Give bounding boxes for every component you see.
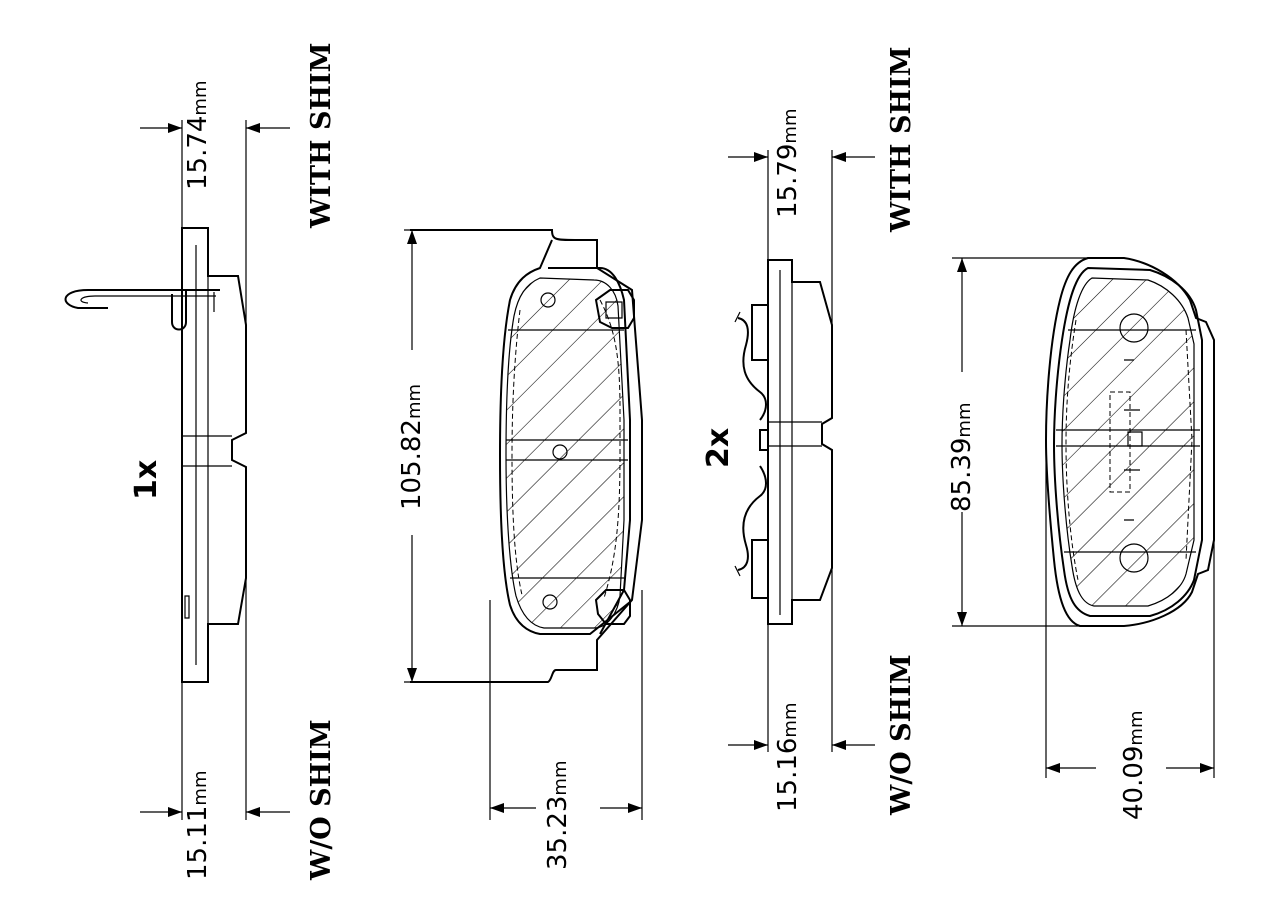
right-height-value: 40.09mm [1119,710,1149,820]
right-pad-side-view [751,259,833,625]
right-without-shim-label: W/O SHIM [886,654,917,816]
right-without-shim-dimension [728,568,875,752]
right-pad-spring [734,311,767,577]
right-quantity: 2x [701,428,736,468]
left-length-dimension [404,229,548,683]
left-without-shim-thickness: 15.11mm [183,770,213,880]
right-with-shim-dimension [728,150,875,325]
left-without-shim-label: W/O SHIM [306,719,337,881]
left-quantity: 1x [129,460,164,500]
left-height-dimension [489,590,643,820]
left-pad-side-view [181,227,247,683]
left-without-shim-dimension [140,578,290,820]
right-without-shim-thickness: 15.16mm [773,702,803,812]
left-with-shim-thickness: 15.74mm [183,80,213,190]
right-length-value: 85.39mm [947,402,977,512]
right-with-shim-label: WITH SHIM [886,47,917,233]
left-with-shim-dimension [140,120,290,325]
right-length-dimension [952,257,1088,627]
right-with-shim-thickness: 15.79mm [773,108,803,218]
left-with-shim-label: WITH SHIM [306,43,337,229]
right-height-dimension [1045,440,1215,778]
left-pad-front-view [410,229,643,683]
right-pad-front-view [1044,257,1215,627]
left-length-value: 105.82mm [397,384,427,510]
left-pad-spring-clip [64,289,220,331]
left-height-value: 35.23mm [543,760,573,870]
